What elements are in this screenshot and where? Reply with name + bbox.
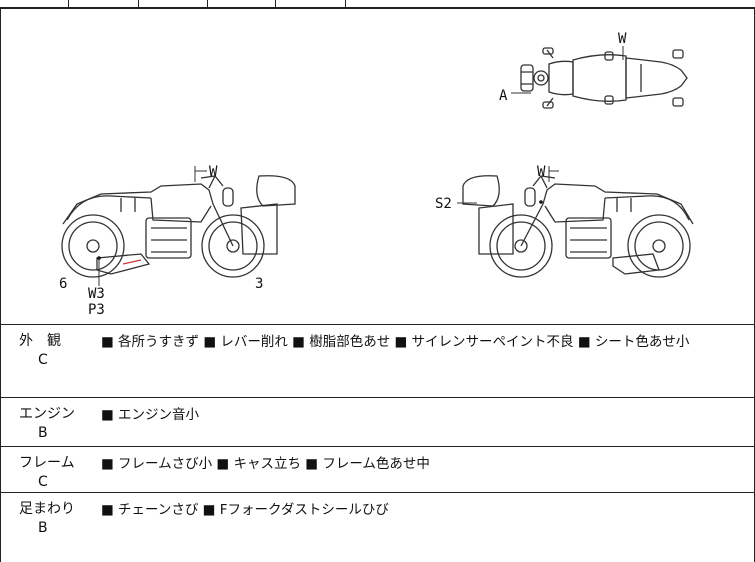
label-right-s2: S2 [435, 196, 452, 212]
damage-point-marker [539, 200, 543, 204]
label-right-w: W [537, 164, 546, 180]
label-left-w: W [209, 164, 218, 180]
row-label: 足まわり [19, 501, 75, 517]
row-grade: B [38, 520, 48, 536]
motorcycle-right-view [462, 175, 694, 278]
label-left-3: 3 [255, 276, 263, 292]
header-strip [0, 0, 755, 9]
condition-row-engine: エンジン B ■ エンジン音小 [0, 397, 755, 446]
row-grade: C [38, 474, 48, 490]
header-cell [275, 0, 346, 7]
damage-diagram: W A [0, 8, 755, 324]
label-top-a: A [499, 88, 508, 104]
header-cell [207, 0, 276, 7]
row-label: エンジン [19, 406, 75, 422]
condition-row-exterior: 外 観 C ■ 各所うすきず ■ レバー削れ ■ 樹脂部色あせ ■ サイレンサー… [0, 324, 755, 397]
condition-row-frame: フレーム C ■ フレームさび小 ■ キャス立ち ■ フレーム色あせ中 [0, 446, 755, 492]
row-grade: C [38, 352, 48, 368]
motorcycle-diagram-svg: W A [59, 31, 694, 318]
header-cell [0, 0, 69, 7]
motorcycle-top-view [520, 47, 688, 109]
row-label: 外 観 [19, 333, 61, 349]
damage-point-marker [97, 256, 101, 260]
row-notes: ■ チェーンさび ■ Fフォークダストシールひび [101, 502, 389, 518]
label-left-w3: W3 [88, 286, 105, 302]
header-cell [68, 0, 139, 7]
row-grade: B [38, 425, 48, 441]
row-notes: ■ フレームさび小 ■ キャス立ち ■ フレーム色あせ中 [101, 456, 430, 472]
row-label: フレーム [19, 455, 75, 471]
row-notes: ■ エンジン音小 [101, 407, 200, 423]
label-left-p3: P3 [88, 302, 105, 318]
label-top-w: W [618, 31, 627, 47]
condition-row-suspension: 足まわり B ■ チェーンさび ■ Fフォークダストシールひび [0, 492, 755, 562]
motorcycle-left-view [61, 175, 296, 278]
label-left-6: 6 [59, 276, 67, 292]
header-cell [138, 0, 208, 7]
row-notes: ■ 各所うすきず ■ レバー削れ ■ 樹脂部色あせ ■ サイレンサーペイント不良… [101, 334, 690, 350]
